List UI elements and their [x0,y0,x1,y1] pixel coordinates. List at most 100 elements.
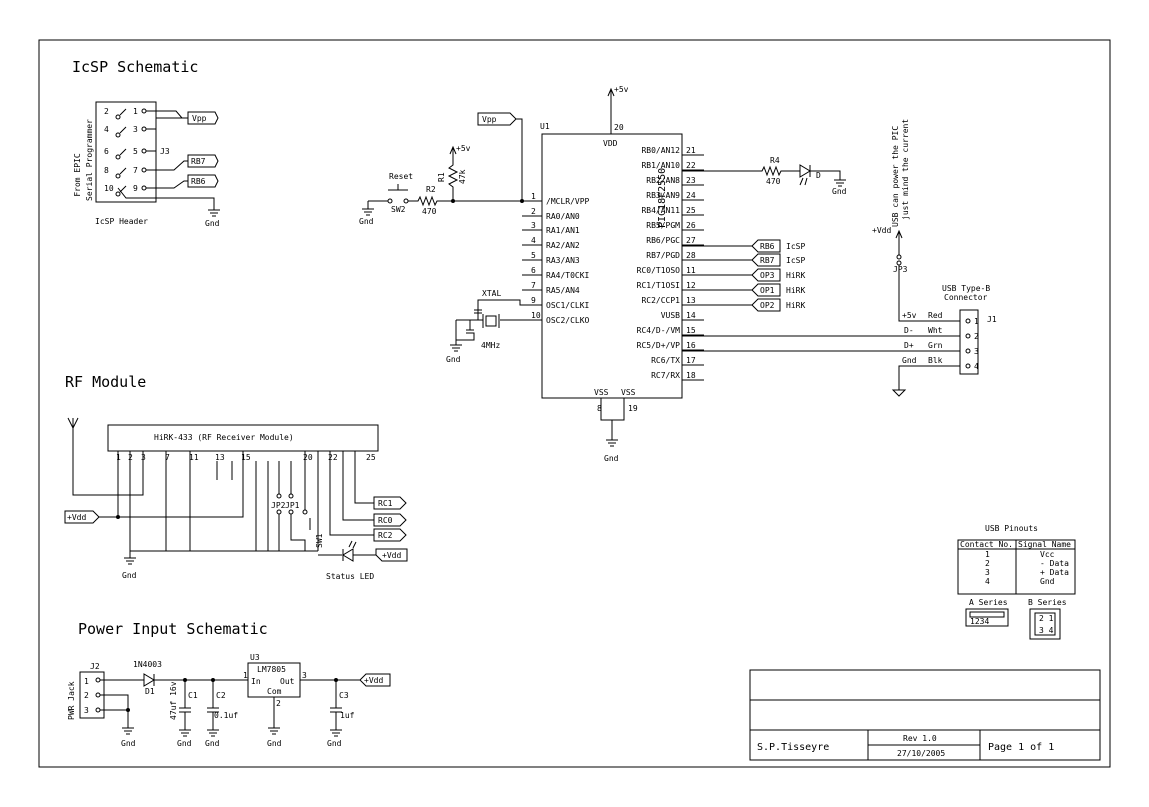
title-block: S.P.Tisseyre Rev 1.0 27/10/2005 Page 1 o… [749,669,1101,761]
crystal-label: XTAL [482,289,501,298]
icsp-header: From EPIC Serial Programmer IcSP Header … [73,101,220,228]
rf-pin-num: 7 [165,453,170,462]
pwr-jack-label: PWR Jack [67,681,76,720]
rf-led-vdd-flag [375,548,408,562]
antenna-icon [67,417,79,430]
mcu-left-pin-num: 1 [531,192,536,201]
usb-note-1: USB can power the PIC [891,126,900,227]
icsp-gnd-symbol [208,209,220,217]
mcu-right-pin-num: 15 [686,326,696,335]
rf-pin-num: 11 [189,453,199,462]
c1-ref: C1 [188,691,198,700]
r4-ref: R4 [770,156,780,165]
reset-circuit: Vpp Reset SW2 Gnd R2 470 +5v R1 47k [359,112,542,226]
r4-val: 470 [766,177,781,186]
mcu-left-pin-name: RA0/AN0 [546,212,580,221]
icsp-pin-right: 5 [133,147,138,156]
mcu-left-pin-name: RA1/AN1 [546,226,580,235]
icsp-pin-left: 10 [104,184,114,193]
usb-pinouts-header-1: Contact No. [960,540,1013,549]
net-rb7-flag [187,154,219,168]
mcu-vdd-label: VDD [603,139,618,148]
rb1-led: R4 470 D Gnd [682,156,847,196]
icsp-pin-right: 9 [133,184,138,193]
mcu-right-pin-num: 27 [686,236,696,245]
crystal-circuit: XTAL 4MHz Gnd [446,289,542,364]
usb-pinout-signal: Gnd [1040,577,1055,586]
pwr-gnd-jack: Gnd [121,739,136,748]
mcu-left-pin-num: 5 [531,251,536,260]
mcu-right-pin-name: RB5/PGM [646,221,680,230]
usb-pinout-contact: 2 [985,559,990,568]
c3-ref: C3 [339,691,349,700]
b-series-top: 2 1 [1039,614,1054,623]
regulator-pin-1: 1 [243,671,248,680]
a-series-pins: 1234 [970,617,989,626]
usb-line-2-color: Wht [928,326,943,335]
mcu-right-pin-num: 13 [686,296,696,305]
usb-pinout-signal: - Data [1040,559,1069,568]
mcu-right-pin-name: RB1/AN10 [641,161,680,170]
icsp-net-rb7: RB7 [191,157,206,166]
mcu-net-op3: OP3 [760,271,775,280]
pwr-gnd-c2: Gnd [205,739,220,748]
rf-jumper-jp2: JP2 [271,501,286,510]
pwr-gnd-reg: Gnd [267,739,282,748]
rf-pin-num: 25 [366,453,376,462]
r1-val: 47k [458,169,467,184]
mcu-supply: +5v [614,85,629,94]
mcu-right-pin-name: RC2/CCP1 [641,296,680,305]
power-vdd-flag [359,673,391,687]
r2-resistor [408,195,522,207]
usb-line-2-signal: D- [904,326,914,335]
reset-vpp-flag [477,112,517,126]
mcu-right-pin-num: 25 [686,206,696,215]
rf-net-rc1-flag [373,496,407,510]
usb-pinout-contact: 4 [985,577,990,586]
mcu-right-pin-name: RB6/PGC [646,236,680,245]
mcu-right-pin-num: 11 [686,266,696,275]
mcu-vss-label-1: VSS [594,388,609,397]
mcu-right-pin-num: 14 [686,311,696,320]
mcu-vdd-pin: 20 [614,123,624,132]
usb-pinout-contact: 3 [985,568,990,577]
b-series-label: B Series [1028,598,1067,607]
pwr-gnd-c3: Gnd [327,739,342,748]
regulator-com: Com [267,687,282,696]
crystal-freq: 4MHz [481,341,500,350]
icsp-ref: J3 [160,147,170,156]
b-series-bottom: 3 4 [1039,626,1054,635]
c1-val: 47uf 16v [169,681,178,720]
mcu-vss-pin-2: 19 [628,404,638,413]
rf-pin-num: 15 [241,453,251,462]
mcu-right-pin-num: 22 [686,161,696,170]
mcu-net-rb7: RB7 [760,256,775,265]
mcu-body [541,133,683,399]
pwr-jack-pin-1: 1 [84,677,89,686]
r1-resistor [447,148,459,201]
usb-line-3-color: Grn [928,341,943,350]
reset-switch-ref: SW2 [391,205,406,214]
mcu-left-pin-name: RA5/AN4 [546,286,580,295]
icsp-pin-left: 4 [104,125,109,134]
net-rb6-flag [187,174,219,188]
mcu-right-pin-num: 18 [686,371,696,380]
mcu-left-pin-name: OSC1/CLKI [546,301,590,310]
mcu-vss-label-2: VSS [621,388,636,397]
mcu-right-nets: RB6 IcSP RB7 IcSP OP3 HiRK OP1 HiRK OP2 … [682,239,805,312]
power-vdd: +Vdd [364,676,383,685]
mcu-part: PIC18F2550 [657,168,668,228]
regulator-in: In [251,677,261,686]
icsp-pin-right: 1 [133,107,138,116]
rf-pin-num: 20 [303,453,313,462]
rf-vdd: +Vdd [67,513,86,522]
usb-line-4-signal: Gnd [902,356,917,365]
rf-pin-num: 22 [328,453,338,462]
led-gnd: Gnd [832,187,847,196]
pwr-jack-ref: J2 [90,662,100,671]
rf-switch-ref: SW1 [315,533,324,548]
rf-module-label: HiRK-433 (RF Receiver Module) [154,433,294,442]
icsp-pin-right: 3 [133,125,138,134]
rf-gnd: Gnd [122,571,137,580]
